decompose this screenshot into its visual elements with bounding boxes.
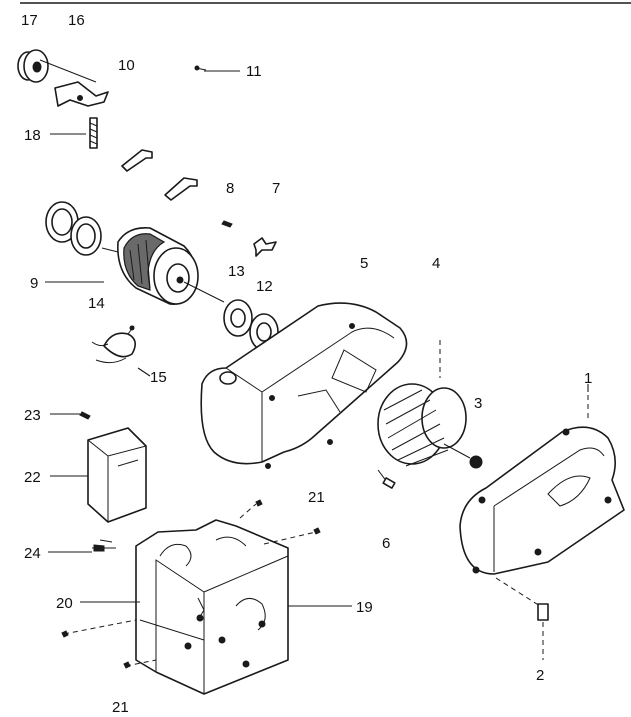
label-13: 13 — [228, 263, 245, 280]
label-15: 15 — [150, 369, 167, 386]
label-21-top: 21 — [308, 489, 325, 506]
label-6: 6 — [382, 535, 390, 552]
mounting-bracket-19 — [135, 519, 289, 695]
label-9: 9 — [30, 275, 38, 292]
label-8: 8 — [226, 180, 234, 197]
screw-2 — [495, 577, 549, 660]
part-labels: 17 16 10 11 18 8 7 5 4 13 12 9 14 15 1 3… — [21, 12, 592, 716]
label-19: 19 — [356, 599, 373, 616]
capacitor-22 — [79, 411, 147, 523]
pin-and-clip — [221, 220, 277, 257]
label-24: 24 — [24, 545, 41, 562]
label-20: 20 — [56, 595, 73, 612]
label-16: 16 — [68, 12, 85, 29]
label-17: 17 — [21, 12, 38, 29]
drive-motor — [101, 226, 225, 305]
spring-18 — [89, 117, 98, 149]
label-11: 11 — [246, 63, 262, 80]
label-22: 22 — [24, 469, 41, 486]
label-10: 10 — [118, 57, 135, 74]
blower-housing — [200, 302, 408, 469]
label-14: 14 — [88, 295, 105, 312]
wire-harness-15 — [91, 325, 136, 364]
screw-24 — [92, 539, 116, 552]
label-12: 12 — [256, 278, 273, 295]
label-7: 7 — [272, 180, 280, 197]
label-3: 3 — [474, 395, 482, 412]
label-21-bottom: 21 — [112, 699, 129, 716]
screw-6 — [377, 469, 396, 489]
blower-wheel — [377, 340, 483, 469]
label-2: 2 — [536, 667, 544, 684]
screw-11 — [194, 65, 207, 71]
label-1: 1 — [584, 370, 592, 387]
rear-bearing-rings — [223, 299, 279, 351]
label-23: 23 — [24, 407, 41, 424]
mounting-screws-21 — [61, 499, 321, 669]
front-cover — [459, 386, 625, 575]
front-bearing-rings — [45, 201, 102, 256]
label-5: 5 — [360, 255, 368, 272]
leader-lines — [45, 70, 589, 607]
bracket-pair — [121, 149, 198, 201]
label-18: 18 — [24, 127, 41, 144]
idler-pulley-assembly — [17, 49, 109, 107]
label-4: 4 — [432, 255, 440, 272]
